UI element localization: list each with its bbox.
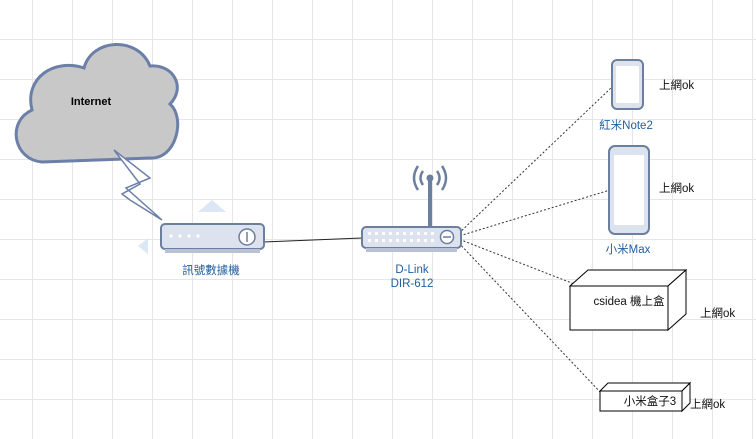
lightning-bolt-icon [113,149,163,221]
device-status-mi-box-3: 上網ok [690,397,725,411]
modem-label: 訊號數據機 [182,263,240,277]
link-mi-max [455,189,611,238]
modem-router-link [262,237,363,243]
router-label-line2: DIR-612 [391,278,434,290]
box-front [569,285,669,331]
modem: 訊號數據機 [138,200,265,277]
phone-large-screen [614,155,644,225]
box-top [568,269,688,287]
wifi-wave-icon [440,165,448,191]
arrow-up-icon [198,200,226,212]
router-base [366,248,457,252]
cloud-label: Internet [71,96,112,108]
modem-led [187,234,191,238]
flat-box-front [599,390,683,412]
router-antenna-tip [426,174,434,182]
modem-base [165,249,260,253]
device-mi-box-3: 小米盒子3 上網ok [598,381,725,413]
arrow-left-icon [138,238,148,254]
modem-led [196,234,200,238]
internet-cloud: Internet [14,43,180,164]
device-status-csidea-box: 上網ok [700,306,735,320]
modem-led [169,234,173,238]
modem-led [178,234,182,238]
router: D-Link DIR-612 [361,165,462,290]
wifi-wave-icon [412,165,420,191]
router-label-line1: D-Link [395,264,428,276]
cloud-shape [14,43,180,164]
wifi-wave-icon [419,170,425,186]
device-name-redmi-note2: 紅米Note2 [599,119,653,132]
device-csidea-box: csidea 機上盒 上網ok [568,268,735,332]
device-name-csidea-box: csidea 機上盒 [594,294,665,308]
device-redmi-note2: 紅米Note2 上網ok [599,59,694,132]
device-status-redmi-note2: 上網ok [659,78,694,92]
router-ports [368,232,434,242]
wifi-wave-icon [435,170,441,186]
phone-small-screen [616,66,639,103]
flat-box-top [598,382,692,392]
device-name-mi-box-3: 小米盒子3 [624,394,676,408]
device-status-mi-max: 上網ok [659,181,694,195]
device-name-mi-max: 小米Max [606,243,651,256]
device-mi-max: 小米Max 上網ok [606,145,694,256]
